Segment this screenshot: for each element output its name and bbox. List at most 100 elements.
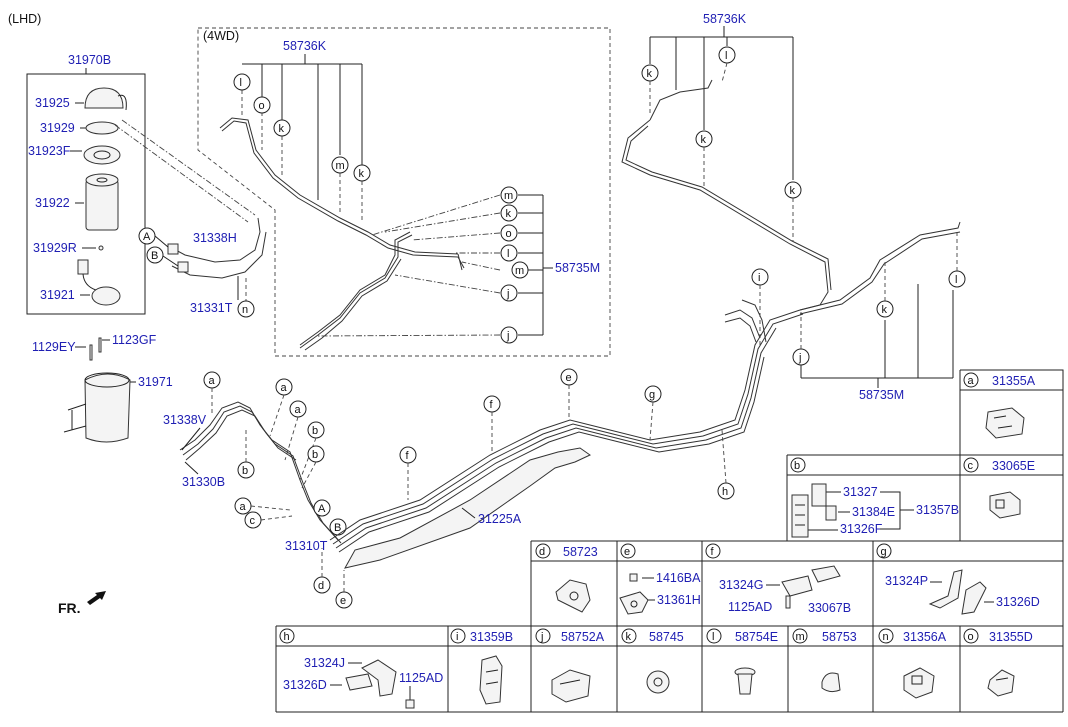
- cell-m-letter: m: [796, 631, 805, 643]
- label-58736k-right: 58736K: [703, 12, 747, 26]
- callout-n: n: [242, 304, 248, 316]
- label-31921: 31921: [40, 288, 75, 302]
- clip-31355d-icon: [987, 669, 1015, 697]
- label-1123gf: 1123GF: [112, 333, 157, 347]
- cell-m-part: 58753: [822, 630, 857, 644]
- pipe-protector: [344, 447, 591, 569]
- cell-a-letter: a: [968, 375, 975, 387]
- nut-1416ba-icon: [629, 573, 638, 582]
- clip-31326d-g-icon: [961, 581, 987, 615]
- cell-a-part: 31355A: [992, 374, 1036, 388]
- callout-m-4wd: m: [336, 160, 345, 172]
- label-31970b: 31970B: [68, 53, 111, 67]
- clip-31355a-icon: [985, 407, 1025, 439]
- label-4wd: (4WD): [203, 29, 239, 43]
- callout-b-3: b: [242, 465, 248, 477]
- callout-e-main: e: [340, 595, 346, 607]
- callout-j-4wd-2: j: [506, 330, 509, 342]
- label-58735m-mid: 58735M: [555, 261, 600, 275]
- callout-h-mid: h: [722, 486, 728, 498]
- label-31929: 31929: [40, 121, 75, 135]
- clip-58753-icon: [821, 672, 841, 693]
- filter-box: [26, 73, 146, 315]
- callout-f-2: f: [490, 399, 494, 411]
- bracket-31324j-icon: [361, 659, 397, 697]
- callout-f-1: f: [406, 450, 410, 462]
- cell-f-p3: 33067B: [808, 601, 851, 615]
- cell-n-letter: n: [883, 631, 889, 643]
- cell-d-letter: d: [539, 546, 545, 558]
- callout-l-4wd-r: l: [507, 248, 509, 260]
- fr-label: FR.: [58, 600, 81, 616]
- label-31971: 31971: [138, 375, 173, 389]
- callout-j-4wd-1: j: [506, 288, 509, 300]
- callout-a-3: a: [295, 404, 302, 416]
- cell-j-part: 58752A: [561, 630, 605, 644]
- callout-b-upper: B: [151, 250, 158, 262]
- label-31338h: 31338H: [193, 231, 237, 245]
- cell-g-p2: 31326D: [996, 595, 1040, 609]
- callout-k-r3: k: [790, 185, 796, 197]
- callout-k-4wd-r: k: [506, 208, 512, 220]
- cell-f-letter: f: [711, 546, 715, 558]
- clip-31356a-icon: [903, 667, 935, 699]
- box-4wd: [197, 27, 611, 357]
- cell-o-letter: o: [968, 631, 974, 643]
- cell-l-part: 58754E: [735, 630, 778, 644]
- cell-h-p2: 31326D: [283, 678, 327, 692]
- clip-58745-icon: [646, 670, 670, 694]
- cell-i-letter: i: [456, 631, 458, 643]
- cell-b-p2: 31384E: [852, 505, 895, 519]
- callout-d-main: d: [318, 580, 324, 592]
- callout-o-4wd-r: o: [506, 228, 512, 240]
- label-31923f: 31923F: [28, 144, 71, 158]
- callout-b-cap: B: [334, 522, 341, 534]
- cell-g-letter: g: [881, 546, 887, 558]
- cell-n-part: 31356A: [903, 630, 947, 644]
- clip-33065e-icon: [989, 491, 1021, 519]
- clip-31357b-icon: [791, 483, 837, 538]
- label-58735m-right: 58735M: [859, 388, 904, 402]
- cell-c-letter: c: [968, 460, 974, 472]
- callout-i-mid: i: [758, 272, 760, 284]
- label-31310t: 31310T: [285, 539, 328, 553]
- callout-a-1: a: [209, 375, 216, 387]
- cell-d-part: 58723: [563, 545, 598, 559]
- label-31330b: 31330B: [182, 475, 225, 489]
- bracket-31361h-icon: [619, 591, 649, 615]
- bracket-31324p-icon: [928, 569, 963, 609]
- lhd-label: (LHD): [8, 12, 41, 26]
- cell-l-letter: l: [712, 631, 714, 643]
- label-58736k-left: 58736K: [283, 39, 327, 53]
- callout-j-r: j: [798, 352, 801, 364]
- clip-58723-icon: [555, 579, 591, 613]
- callout-b-2: b: [312, 449, 318, 461]
- hose-fitting-b: [177, 261, 189, 273]
- callout-k-4wd-2: k: [359, 168, 365, 180]
- callout-b-1: b: [312, 425, 318, 437]
- cell-k-part: 58745: [649, 630, 684, 644]
- front-arrow-icon: [87, 591, 106, 605]
- filter-small-oring: [98, 245, 104, 251]
- cell-b-p1: 31327: [843, 485, 878, 499]
- callout-l-r1: l: [725, 50, 727, 62]
- cell-f-p1: 31324G: [719, 578, 763, 592]
- cell-b-letter: b: [794, 460, 800, 472]
- cell-i-part: 31359B: [470, 630, 513, 644]
- bolt-1125ad-f-icon: [785, 595, 791, 609]
- label-31331t: 31331T: [190, 301, 233, 315]
- callout-k-r1: k: [647, 68, 653, 80]
- clip-58752a-icon: [551, 669, 591, 703]
- cell-o-part: 31355D: [989, 630, 1033, 644]
- bracket-31324g-icon: [781, 565, 841, 597]
- hose-fitting-a: [167, 243, 179, 255]
- label-31922: 31922: [35, 196, 70, 210]
- filter-cap: [84, 87, 127, 111]
- cell-f-p2: 1125AD: [728, 600, 772, 614]
- cell-h-p3: 1125AD: [399, 671, 443, 685]
- cell-e-p1: 1416BA: [656, 571, 701, 585]
- callout-k-r2: k: [701, 134, 707, 146]
- label-1129ey: 1129EY: [32, 340, 76, 354]
